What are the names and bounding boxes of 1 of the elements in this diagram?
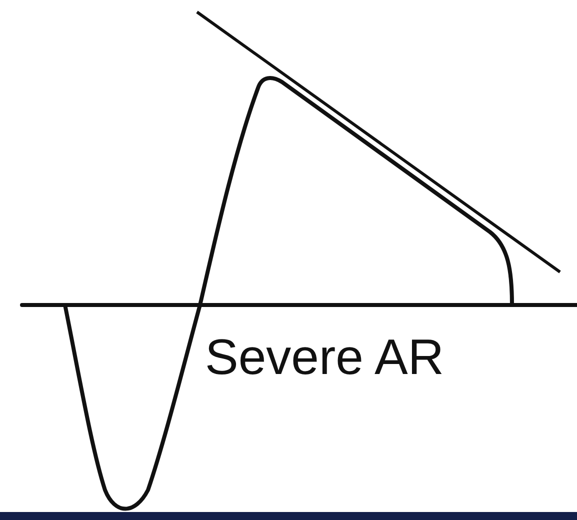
waveform-label: Severe AR <box>205 332 444 382</box>
